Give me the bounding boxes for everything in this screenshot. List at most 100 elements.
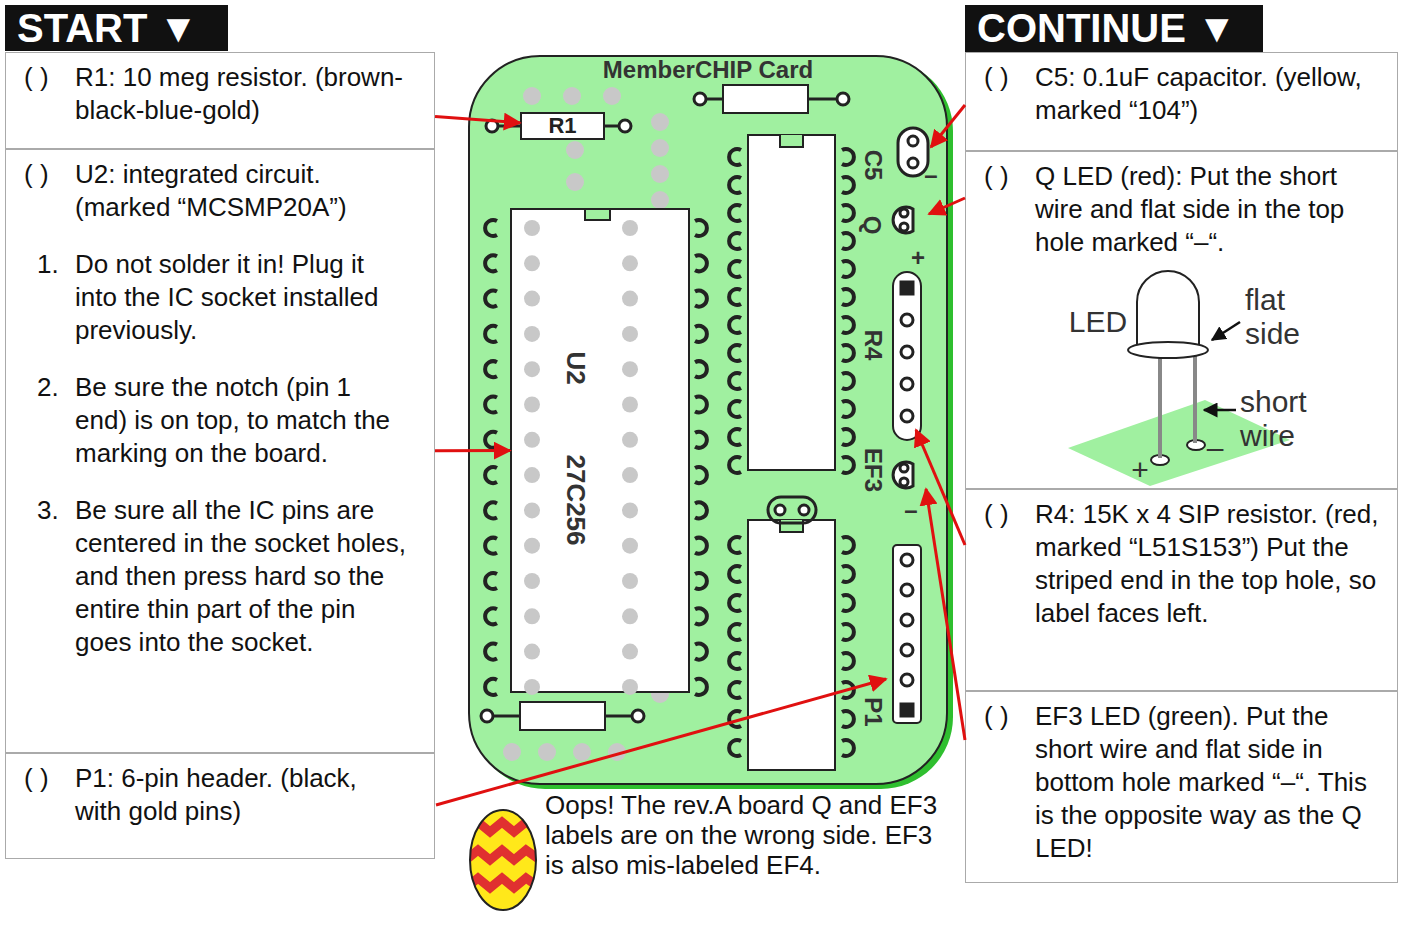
leader-line (436, 679, 886, 805)
solder-pad (729, 429, 741, 445)
solder-pad (842, 624, 854, 640)
solder-pad (485, 326, 497, 342)
socket-hole (573, 743, 591, 761)
solder-pad (729, 345, 741, 361)
socket-hole (651, 191, 669, 209)
board-silkscreen-label: R4 (859, 330, 887, 361)
solder-pad (695, 220, 707, 236)
solder-pad (695, 679, 707, 695)
connector-layer (435, 117, 520, 451)
socket-holes (622, 644, 638, 660)
ic-chip: U2 27C256 (510, 208, 690, 693)
solder-pad (729, 457, 741, 473)
socket-hole (538, 743, 556, 761)
solder-pad (729, 682, 741, 698)
socket-holes (524, 679, 540, 695)
solder-pad (729, 595, 741, 611)
socket-holes (524, 608, 540, 624)
header-pads (901, 554, 913, 566)
board-silkscreen-label: C5 (859, 150, 887, 181)
solder-pad (695, 502, 707, 518)
board-artwork (481, 85, 928, 770)
header-pads (901, 644, 913, 656)
checkbox: ( ) (24, 158, 49, 191)
solder-pad (729, 624, 741, 640)
ic-socket (748, 135, 835, 770)
solder-pad (695, 291, 707, 307)
socket-holes (512, 210, 692, 695)
instruction-text: C5: 0.1uF capacitor. (yellow, marked “10… (1035, 61, 1365, 127)
capacitor-pads (908, 158, 918, 168)
socket-holes (524, 538, 540, 554)
section-header: CONTINUE ▼ (965, 5, 1263, 52)
checkbox: ( ) (984, 700, 1009, 733)
header-pads (901, 584, 913, 596)
instruction-box: ( )C5: 0.1uF capacitor. (yellow, marked … (965, 52, 1398, 151)
checkbox: ( ) (984, 498, 1009, 531)
solder-pad (842, 149, 854, 165)
solder-pad (485, 291, 497, 307)
resistor-symbol (481, 710, 493, 722)
socket-hole (563, 87, 581, 105)
instruction-box: ( )EF3 LED (green). Put the short wire a… (965, 691, 1398, 883)
step-row: 2.Be sure the notch (pin 1 end) is on to… (6, 371, 434, 470)
board-silkscreen-label: P1 (859, 697, 887, 726)
instruction-text: R4: 15K x 4 SIP resistor. (red, marked “… (1035, 498, 1393, 630)
header-pads (901, 704, 913, 716)
led-illustration (1212, 322, 1240, 340)
leader-line (436, 105, 965, 805)
solder-pad (695, 361, 707, 377)
solder-pad (695, 397, 707, 413)
step-number: 3. (37, 494, 75, 659)
jumper-pads (768, 497, 816, 523)
solder-pad (842, 373, 854, 389)
jumper-pads (768, 497, 816, 523)
resistor-symbol (632, 710, 644, 722)
instruction-box: ( )R1: 10 meg resistor. (brown-black-blu… (5, 52, 435, 149)
step-text: Be sure the notch (pin 1 end) is on top,… (75, 371, 410, 470)
solder-pad (729, 149, 741, 165)
chip-marking: U2 (560, 351, 591, 384)
illustration-label: – (1207, 431, 1224, 465)
illustration-label: LED (1069, 305, 1127, 339)
leader-arrow (435, 117, 520, 123)
socket-hole (651, 165, 669, 183)
instruction-box: ( ) U2: integrated circuit. (marked “MCSM… (5, 149, 435, 753)
led-footprint (893, 207, 913, 233)
easter-egg-icon (466, 810, 540, 910)
led-illustration (1204, 409, 1236, 412)
socket-holes (622, 255, 638, 271)
socket-hole (503, 743, 521, 761)
instruction-text: U2: integrated circuit. (marked “MCSMP20… (75, 158, 405, 224)
socket-holes (524, 361, 540, 377)
solder-pad (842, 401, 854, 417)
led-footprint (900, 478, 908, 486)
ic-socket (748, 520, 835, 770)
easter-egg-icon (466, 850, 540, 860)
socket-holes (622, 291, 638, 307)
ic-socket (780, 135, 803, 147)
socket-holes (524, 432, 540, 448)
leader-line (929, 198, 965, 214)
solder-pad (729, 233, 741, 249)
solder-pad (485, 255, 497, 271)
sip-resistor-pads (901, 282, 913, 294)
solder-pad (842, 740, 854, 756)
resistor-symbol (723, 85, 808, 113)
socket-holes (524, 502, 540, 518)
instruction-text: R1: 10 meg resistor. (brown-black-blue-g… (75, 61, 405, 127)
instruction-text: Q LED (red): Put the short wire and flat… (1035, 160, 1375, 259)
board-silkscreen-label: Q (858, 216, 886, 235)
leader-line (926, 489, 965, 740)
board-silkscreen-label: – (904, 496, 917, 524)
solder-pad (485, 573, 497, 589)
sip-resistor-pads (901, 410, 913, 422)
chip-marking: 27C256 (560, 454, 591, 545)
solder-pad (485, 432, 497, 448)
solder-pad (842, 566, 854, 582)
socket-holes (622, 361, 638, 377)
solder-pad (842, 317, 854, 333)
solder-pad (485, 220, 497, 236)
led-footprint (900, 209, 908, 217)
led-footprint (900, 223, 908, 231)
